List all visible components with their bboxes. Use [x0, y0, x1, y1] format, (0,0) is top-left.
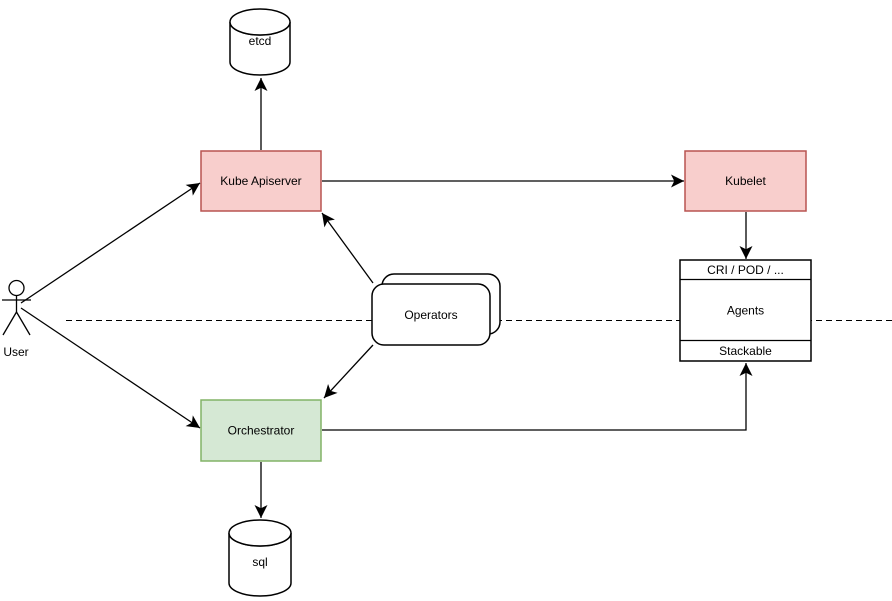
- edge-operators-to-orchestrator[interactable]: [323, 344, 374, 399]
- edge-orchestrator-to-agents-stack[interactable]: [322, 363, 753, 431]
- kube-apiserver-rect: [200, 150, 322, 212]
- kubelet-rect: [684, 150, 807, 212]
- node-orchestrator[interactable]: Orchestrator: [200, 399, 322, 462]
- edge-user-to-orchestrator[interactable]: [20, 307, 201, 429]
- node-agents-stack[interactable]: CRI / POD / ... Agents Stackable: [679, 259, 812, 362]
- node-kube-apiserver-label: Kube Apiserver: [220, 174, 301, 188]
- agents-stack-header-label: CRI / POD / ...: [707, 263, 784, 277]
- etcd-cylinder-top: [229, 8, 291, 36]
- edge-user-to-kube-apiserver[interactable]: [20, 182, 201, 304]
- actor-user-left-leg: [2, 311, 18, 336]
- node-orchestrator-label: Orchestrator: [228, 424, 295, 438]
- node-kubelet-label: Kubelet: [725, 174, 766, 188]
- actor-user-head: [8, 279, 25, 297]
- operators-front-card: [371, 283, 491, 346]
- agents-stack-footer-label: Stackable: [719, 344, 772, 358]
- node-etcd[interactable]: etcd: [229, 8, 291, 76]
- node-sql-label: sql: [252, 555, 267, 569]
- node-kubelet[interactable]: Kubelet: [684, 150, 807, 212]
- agents-stack-body-label: Agents: [727, 304, 764, 318]
- node-kube-apiserver[interactable]: Kube Apiserver: [200, 150, 322, 212]
- sql-cylinder-top: [228, 519, 292, 547]
- actor-user[interactable]: User: [2, 279, 31, 360]
- edge-operators-to-kube-apiserver[interactable]: [321, 212, 374, 284]
- node-sql[interactable]: sql: [228, 519, 292, 597]
- orchestrator-rect: [200, 399, 322, 462]
- node-etcd-label: etcd: [249, 34, 272, 48]
- node-operators-label: Operators: [404, 308, 457, 322]
- actor-user-label: User: [3, 345, 28, 359]
- actor-user-right-leg: [15, 311, 31, 336]
- node-operators[interactable]: Operators: [371, 273, 501, 346]
- agents-stack-rect: [679, 259, 812, 362]
